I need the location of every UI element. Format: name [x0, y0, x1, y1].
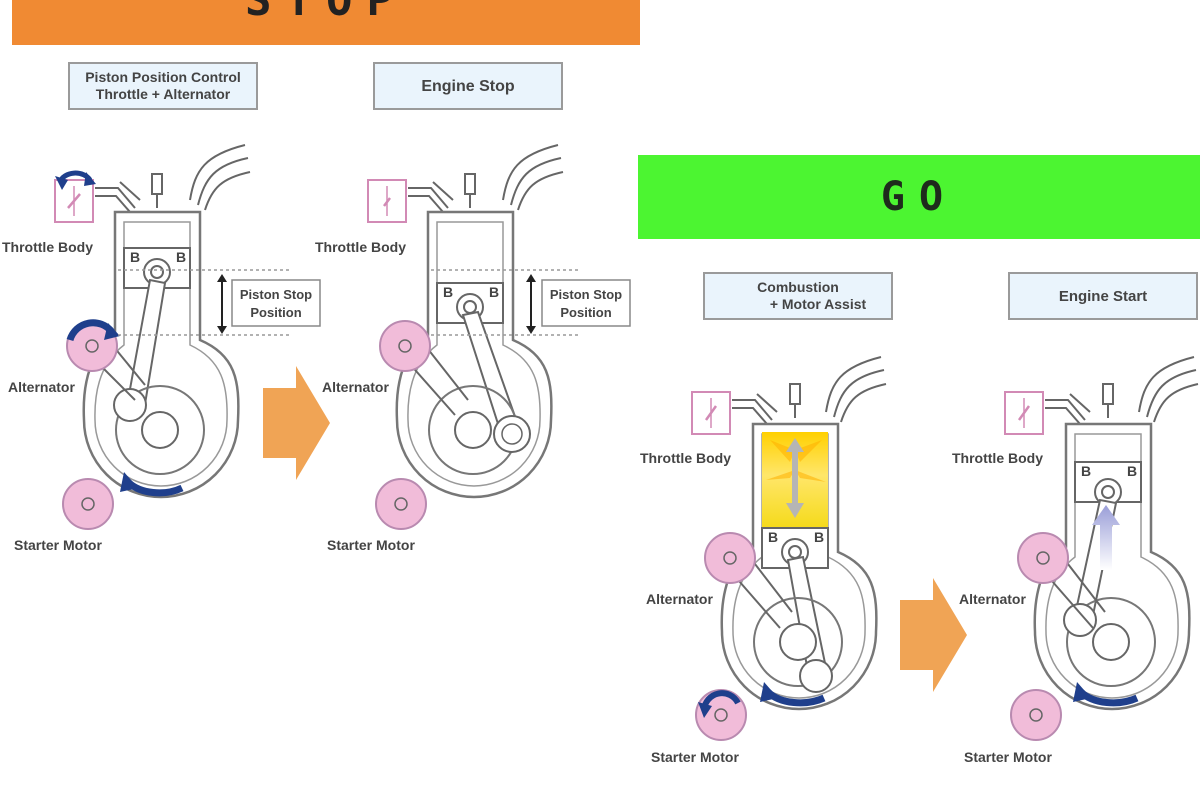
- throttle-body-label: Throttle Body: [640, 450, 731, 466]
- transition-arrow-icon: [263, 366, 330, 480]
- stop-banner-text: STOP: [245, 0, 407, 26]
- alternator-label: Alternator: [322, 379, 389, 395]
- starter-motor-pulley: [375, 478, 427, 530]
- upward-arrow-icon: [1092, 505, 1120, 570]
- piston-stop-box: [541, 279, 631, 327]
- svg-text:B: B: [1081, 463, 1091, 479]
- step-box-line: Engine Stop: [421, 77, 515, 95]
- piston-stop-box: [231, 279, 321, 327]
- piston-stop-label: Position: [250, 305, 301, 320]
- spark-plug: [151, 173, 163, 195]
- go-banner-text: GO: [880, 174, 958, 220]
- throttle-body-label: Throttle Body: [2, 239, 93, 255]
- engine-block: [82, 210, 240, 499]
- step-box-line: Piston Position Control: [85, 69, 241, 85]
- svg-text:B: B: [489, 284, 499, 300]
- svg-text:B: B: [443, 284, 453, 300]
- stop-banner: STOP: [12, 0, 640, 45]
- step-box-line: + Motor Assist: [769, 296, 867, 312]
- starter-motor-label: Starter Motor: [14, 537, 102, 553]
- svg-text:B: B: [130, 249, 140, 265]
- svg-text:B: B: [1127, 463, 1137, 479]
- step-box-line: Combustion: [757, 279, 839, 295]
- step-box-combustion-motor-assist: Combustion + Motor Assist: [703, 272, 893, 320]
- starter-motor-label: Starter Motor: [964, 749, 1052, 765]
- intake-pipe: [408, 181, 454, 213]
- intake-pipe: [732, 393, 778, 425]
- crankshaft: [753, 597, 843, 687]
- step-box-engine-stop: Engine Stop: [373, 62, 563, 110]
- piston-stop-label: Position: [560, 305, 611, 320]
- throttle-body-label: Throttle Body: [952, 450, 1043, 466]
- throttle-body-label: Throttle Body: [315, 239, 406, 255]
- alternator-label: Alternator: [959, 591, 1026, 607]
- exhaust-pipe: [825, 356, 887, 423]
- spark-plug: [464, 173, 476, 195]
- exhaust-pipe: [502, 144, 564, 211]
- svg-text:B: B: [814, 529, 824, 545]
- engine-start: B B Throttle Body Alternator Starter Moto…: [952, 356, 1199, 765]
- exhaust-pipe: [1138, 356, 1199, 423]
- alternator-pulley: [1017, 532, 1069, 584]
- go-banner: GO: [638, 155, 1200, 239]
- step-box-line: Throttle + Alternator: [95, 86, 231, 102]
- crankshaft: [1066, 597, 1156, 687]
- combustion-glow: [766, 440, 826, 482]
- piston-stop-label: Piston Stop: [240, 287, 312, 302]
- intake-pipe: [95, 181, 141, 213]
- engine-stop: B B Piston Stop Position Throttle Body Al…: [315, 144, 631, 553]
- step-box-line: Engine Start: [1058, 287, 1148, 305]
- intake-pipe: [1045, 393, 1091, 425]
- exhaust-pipe: [189, 144, 251, 211]
- alternator-label: Alternator: [8, 379, 75, 395]
- step-box-engine-start: Engine Start: [1008, 272, 1198, 320]
- starter-motor-label: Starter Motor: [327, 537, 415, 553]
- starter-motor-label: Starter Motor: [651, 749, 739, 765]
- alternator-label: Alternator: [646, 591, 713, 607]
- engine-block: [1033, 422, 1191, 711]
- crankshaft: [115, 385, 205, 475]
- svg-text:B: B: [176, 249, 186, 265]
- starter-motor-pulley: [62, 478, 114, 530]
- piston-stop-label: Piston Stop: [550, 287, 622, 302]
- engine-combustion-motor-assist: B B Throttle Body Alternator Starter Moto…: [640, 356, 887, 765]
- starter-motor-pulley: [1010, 689, 1062, 741]
- transition-arrow-icon: [900, 578, 967, 692]
- step-box-piston-position-control: Piston Position Control Throttle + Alter…: [68, 62, 258, 110]
- alternator-pulley: [379, 320, 431, 372]
- spark-plug: [789, 383, 801, 405]
- svg-text:B: B: [768, 529, 778, 545]
- alternator-pulley: [704, 532, 756, 584]
- spark-plug: [1102, 383, 1114, 405]
